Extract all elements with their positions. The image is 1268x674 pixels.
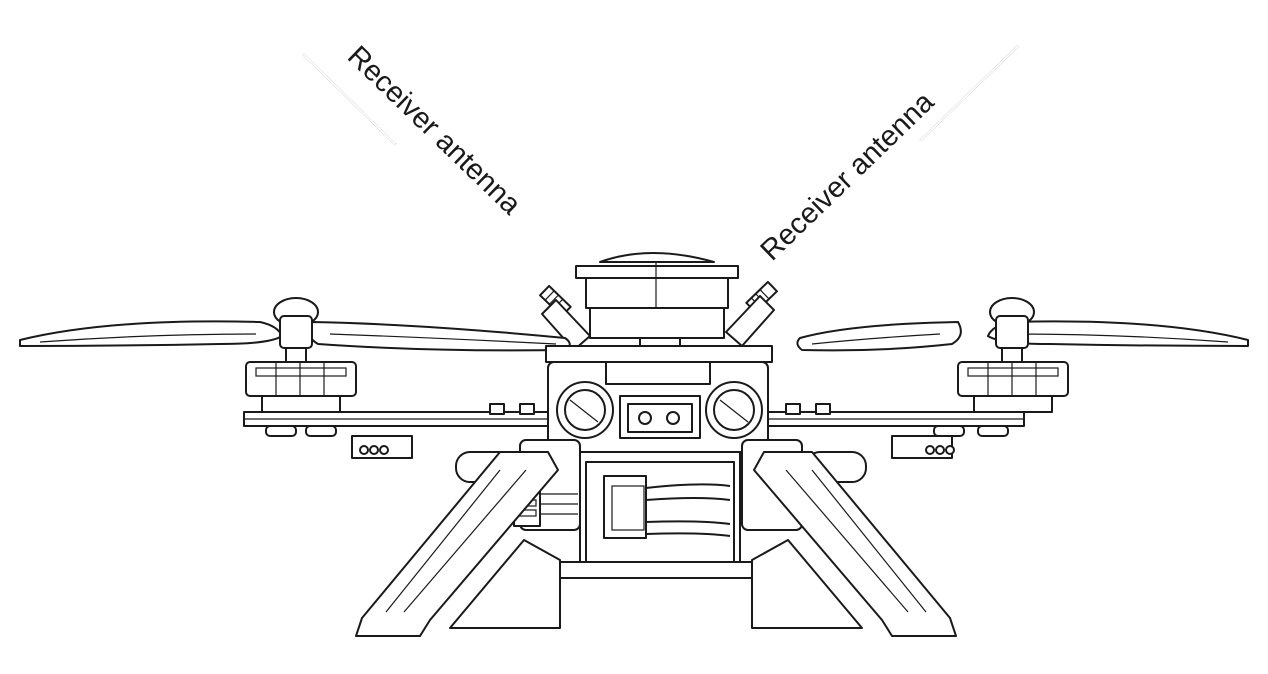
left-receiver-antenna <box>302 53 591 351</box>
left-propeller <box>19 297 571 363</box>
drone-body <box>545 345 773 453</box>
camera-dome <box>575 252 739 357</box>
bottom-plate <box>559 561 753 579</box>
right-led-module <box>891 435 955 459</box>
left-motor <box>245 361 357 413</box>
antenna-right-label: Receiver antenna <box>755 86 941 268</box>
right-receiver-antenna <box>725 45 1019 347</box>
antenna-left-label: Receiver antenna <box>341 40 527 222</box>
left-led-module <box>351 435 413 459</box>
battery <box>579 451 741 573</box>
right-propeller <box>796 297 1249 363</box>
right-landing-leg <box>751 451 957 637</box>
left-landing-leg <box>355 451 561 637</box>
right-motor <box>957 361 1069 413</box>
